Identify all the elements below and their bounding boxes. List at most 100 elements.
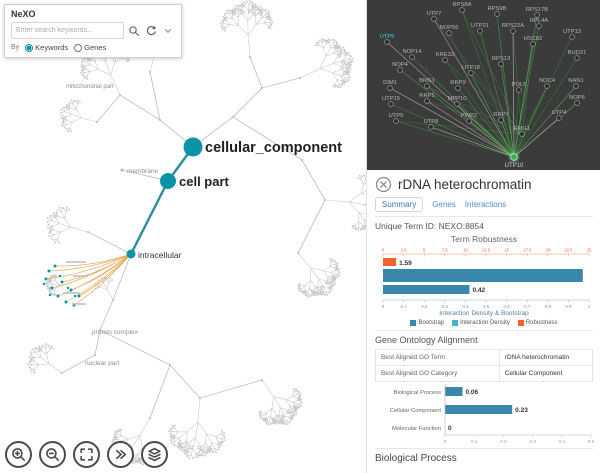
tab-interactions[interactable]: Interactions: [464, 200, 507, 209]
expand-tree-button[interactable]: [107, 441, 134, 468]
layers-button[interactable]: [141, 441, 168, 468]
unique-term-id: Unique Term ID: NEXO:8854: [375, 221, 484, 231]
zoom-out-icon: [46, 448, 59, 461]
zoom-in-icon: [12, 448, 25, 461]
term-detail-panel: rDNA heterochromatin Summary Genes Inter…: [367, 170, 600, 473]
table-row: Best Aligned GO Category Cellular Compon…: [375, 365, 594, 382]
go-term-label: Best Aligned GO Term: [375, 349, 500, 366]
svg-text:membrane: membrane: [127, 168, 158, 175]
refresh-icon: [146, 25, 156, 35]
go-alignment-table: Best Aligned GO Term rDNA heterochromati…: [375, 349, 594, 382]
go-term-value: rDNA heterochromatin: [498, 349, 594, 366]
svg-text:12.5: 12.5: [482, 248, 491, 253]
svg-text:0.4: 0.4: [559, 439, 566, 444]
svg-text:UTP21: UTP21: [471, 23, 489, 29]
svg-text:0.5: 0.5: [483, 304, 490, 309]
keywords-radio[interactable]: [25, 43, 34, 52]
svg-text:0.5: 0.5: [588, 439, 595, 444]
svg-text:0.23: 0.23: [515, 407, 528, 414]
tab-genes[interactable]: Genes: [432, 200, 456, 209]
svg-text:BUD21: BUD21: [568, 50, 587, 56]
svg-text:0.2: 0.2: [500, 439, 507, 444]
fit-to-screen-button[interactable]: [73, 441, 100, 468]
close-icon: [375, 176, 392, 193]
svg-text:NOP6: NOP6: [569, 95, 585, 101]
reset-button[interactable]: [144, 24, 158, 38]
zoom-in-button[interactable]: [5, 441, 32, 468]
svg-text:PWP2: PWP2: [461, 113, 477, 119]
svg-text:nuclear part: nuclear part: [85, 360, 120, 367]
svg-text:Biological Process: Biological Process: [394, 390, 441, 396]
tab-summary[interactable]: Summary: [375, 197, 424, 212]
zoom-out-button[interactable]: [39, 441, 66, 468]
genes-radio[interactable]: [74, 43, 83, 52]
app-title: NeXO: [11, 9, 36, 19]
svg-text:0.3: 0.3: [529, 439, 536, 444]
by-label: By: [11, 44, 20, 51]
term-title: rDNA heterochromatin: [398, 177, 532, 192]
svg-text:0: 0: [448, 425, 452, 432]
svg-text:NOP14: NOP14: [402, 49, 422, 55]
mode-genes[interactable]: Genes: [74, 43, 106, 52]
go-category-value: Cellular Component: [498, 365, 594, 382]
svg-text:RPL4A: RPL4A: [530, 18, 549, 24]
svg-text:0: 0: [444, 439, 447, 444]
svg-text:RPS17B: RPS17B: [526, 7, 548, 13]
svg-text:mitochondrial part: mitochondrial part: [66, 84, 114, 90]
go-category-label: Best Aligned GO Category: [375, 365, 500, 382]
svg-text:EMG1: EMG1: [514, 126, 530, 132]
view-toolbar: [5, 441, 168, 468]
chevron-down-icon: [164, 28, 172, 33]
mode-keywords[interactable]: Keywords: [25, 43, 68, 52]
svg-text:RRP7: RRP7: [493, 112, 508, 118]
svg-text:UTP13: UTP13: [563, 29, 581, 35]
search-panel: NeXO: [4, 4, 182, 58]
close-detail-button[interactable]: [375, 176, 392, 193]
svg-text:RPS13: RPS13: [492, 56, 510, 62]
search-button[interactable]: [127, 24, 141, 38]
term-robustness-heading: Term Robustness: [450, 234, 518, 244]
svg-text:10: 10: [463, 248, 468, 253]
svg-text:0.9: 0.9: [565, 304, 572, 309]
svg-text:BMS1: BMS1: [419, 78, 435, 84]
svg-text:25: 25: [587, 248, 592, 253]
svg-text:RRP9: RRP9: [450, 80, 465, 86]
svg-text:UTP5: UTP5: [389, 113, 404, 119]
legend-item: Bootstrap: [410, 320, 444, 326]
svg-text:1: 1: [588, 304, 591, 309]
svg-text:15: 15: [504, 248, 509, 253]
svg-text:0: 0: [382, 304, 385, 309]
biological-process-heading: Biological Process: [375, 453, 457, 464]
svg-text:0.8: 0.8: [545, 304, 552, 309]
svg-text:MPP10: MPP10: [447, 96, 466, 102]
svg-text:UTP8: UTP8: [424, 119, 439, 125]
collapse-panel-button[interactable]: [161, 24, 175, 38]
svg-text:0.6: 0.6: [503, 304, 510, 309]
svg-text:HSC82: HSC82: [524, 36, 543, 42]
svg-text:NOC4: NOC4: [539, 78, 556, 84]
svg-text:UTP9: UTP9: [380, 34, 395, 40]
svg-text:RPS8A: RPS8A: [452, 2, 471, 8]
svg-text:UTP15: UTP15: [382, 96, 400, 102]
svg-text:0.1: 0.1: [400, 304, 407, 309]
svg-text:UTP10: UTP10: [505, 163, 524, 169]
fullscreen-icon: [80, 448, 93, 461]
legend-item: Interaction Density: [452, 320, 510, 326]
table-row: Best Aligned GO Term rDNA heterochromati…: [375, 349, 594, 366]
svg-text:0.06: 0.06: [466, 389, 479, 396]
svg-text:22.5: 22.5: [564, 248, 573, 253]
legend-item: Robustness: [517, 320, 558, 326]
svg-text:NOP4: NOP4: [392, 62, 409, 68]
svg-text:UTP7: UTP7: [427, 11, 442, 17]
svg-text:NOP56: NOP56: [439, 25, 458, 31]
search-input[interactable]: [11, 22, 124, 39]
go-alignment-heading: Gene Ontology Alignment: [375, 335, 478, 345]
robustness-axis-label: Interaction Density & Bootstrap: [439, 310, 529, 317]
